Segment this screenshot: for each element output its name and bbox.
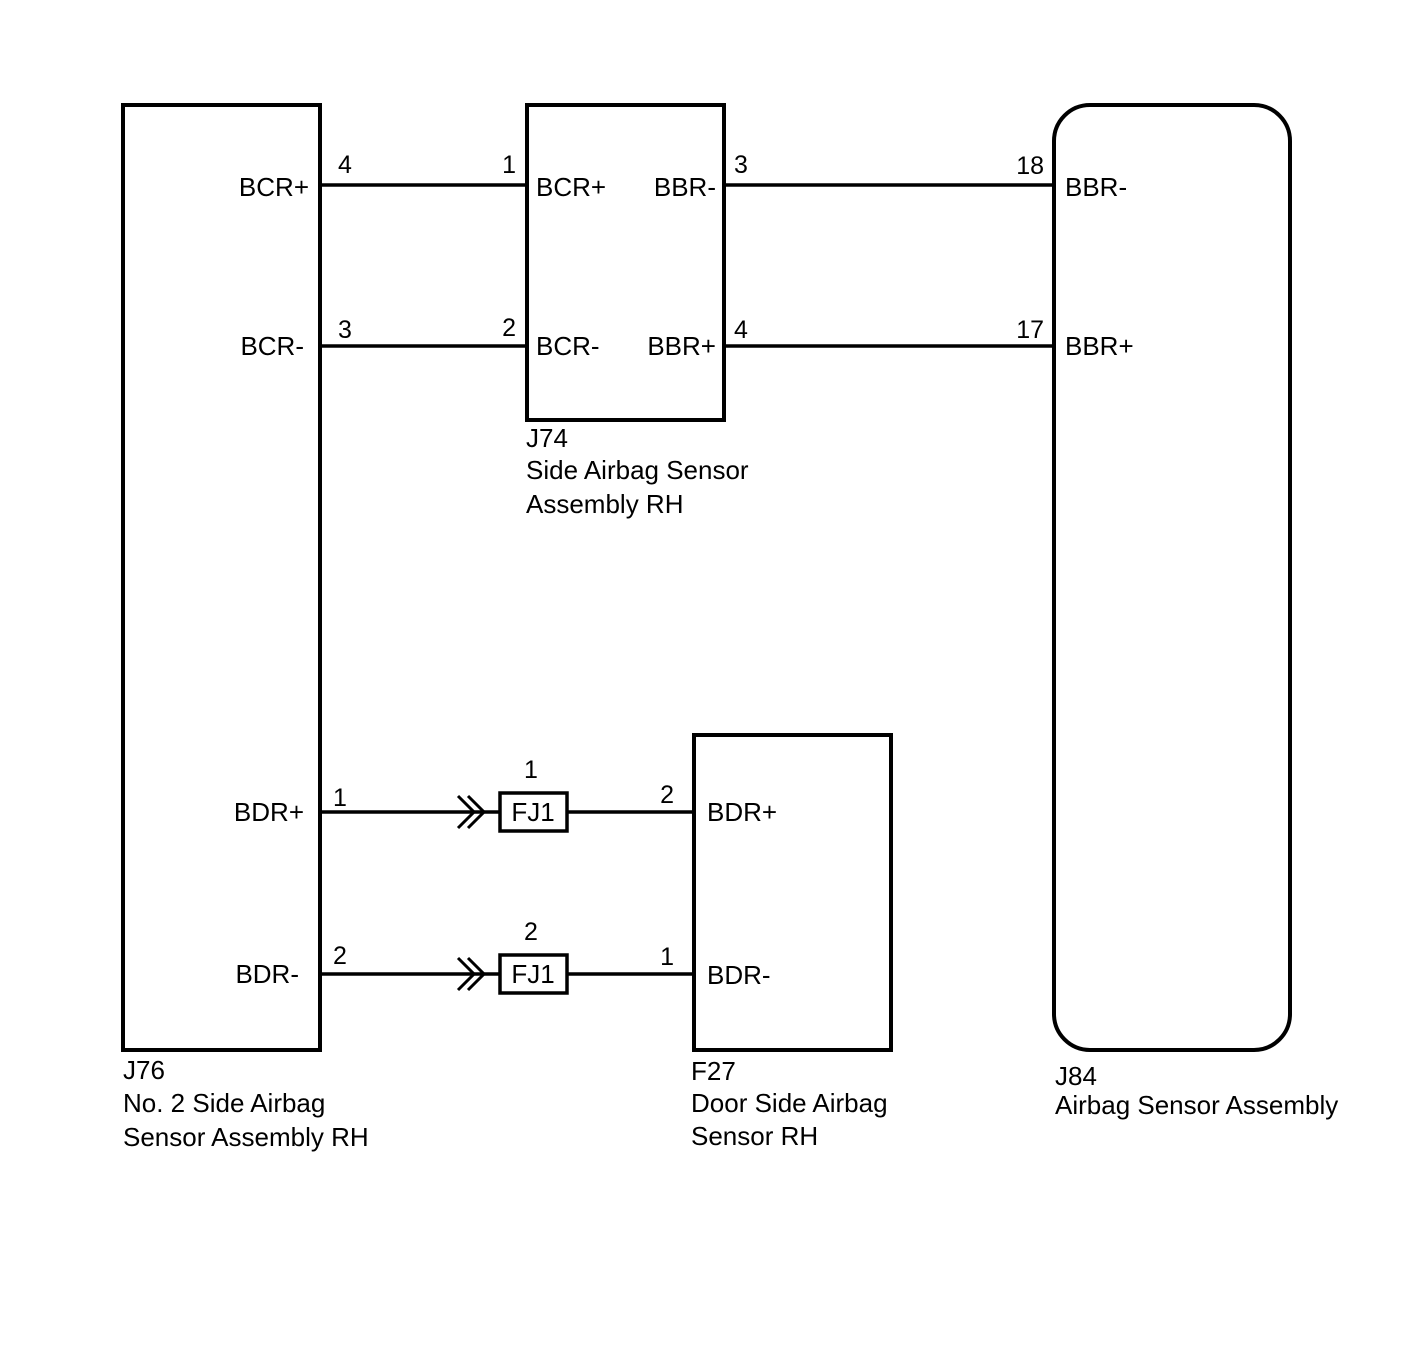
j84-box — [1052, 103, 1292, 1052]
j74-code: J74 — [526, 423, 568, 453]
j74-bcr-pos-label: BCR+ — [536, 172, 606, 202]
pin-f27-bdr-neg: 1 — [660, 943, 674, 971]
pin-j76-bcr-pos: 4 — [338, 151, 352, 179]
pin-j74-bcr-neg: 2 — [502, 314, 516, 342]
f27-bdr-neg-label: BDR- — [707, 960, 771, 990]
j74-bbr-neg-label: BBR- — [654, 172, 716, 202]
j76-bdr-neg-label: BDR- — [235, 959, 299, 989]
pin-j84-bbr-neg: 18 — [1016, 152, 1044, 180]
fj1-bottom-pin: 2 — [524, 918, 538, 946]
j74-box — [525, 103, 726, 422]
j76-bcr-neg-label: BCR- — [240, 331, 304, 361]
j74-bcr-neg-label: BCR- — [536, 331, 600, 361]
pin-j74-bbr-neg: 3 — [734, 151, 748, 179]
j76-name-line1: No. 2 Side Airbag — [123, 1088, 325, 1118]
pin-j76-bdr-pos: 1 — [333, 784, 347, 812]
connector-chevron-bottom — [456, 956, 487, 992]
f27-code: F27 — [691, 1056, 736, 1086]
fj1-bottom-box — [498, 953, 569, 995]
j76-box — [121, 103, 322, 1052]
pin-j74-bcr-pos: 1 — [502, 151, 516, 179]
j76-code: J76 — [123, 1055, 165, 1085]
pin-j84-bbr-pos: 17 — [1016, 316, 1044, 344]
pin-j76-bdr-neg: 2 — [333, 942, 347, 970]
fj1-top-pin: 1 — [524, 756, 538, 784]
f27-box — [692, 733, 893, 1052]
fj1-top-label: FJ1 — [511, 797, 554, 827]
pin-j74-bbr-pos: 4 — [734, 316, 748, 344]
pin-j76-bcr-neg: 3 — [338, 316, 352, 344]
j84-name-line1: Airbag Sensor Assembly — [1055, 1090, 1338, 1120]
j84-bbr-pos-label: BBR+ — [1065, 331, 1134, 361]
f27-name-line1: Door Side Airbag — [691, 1088, 888, 1118]
j76-name-line2: Sensor Assembly RH — [123, 1122, 369, 1152]
j84-code: J84 — [1055, 1061, 1097, 1091]
fj1-bottom-label: FJ1 — [511, 959, 554, 989]
j74-name-line1: Side Airbag Sensor — [526, 455, 749, 485]
j76-bdr-pos-label: BDR+ — [234, 797, 304, 827]
j84-bbr-neg-label: BBR- — [1065, 172, 1127, 202]
j74-name-line2: Assembly RH — [526, 489, 683, 519]
fj1-top-box — [498, 791, 569, 833]
j76-bcr-pos-label: BCR+ — [239, 172, 309, 202]
j74-bbr-pos-label: BBR+ — [647, 331, 716, 361]
f27-name-line2: Sensor RH — [691, 1121, 818, 1151]
connector-chevron-top — [456, 794, 487, 830]
f27-bdr-pos-label: BDR+ — [707, 797, 777, 827]
pin-f27-bdr-pos: 2 — [660, 781, 674, 809]
